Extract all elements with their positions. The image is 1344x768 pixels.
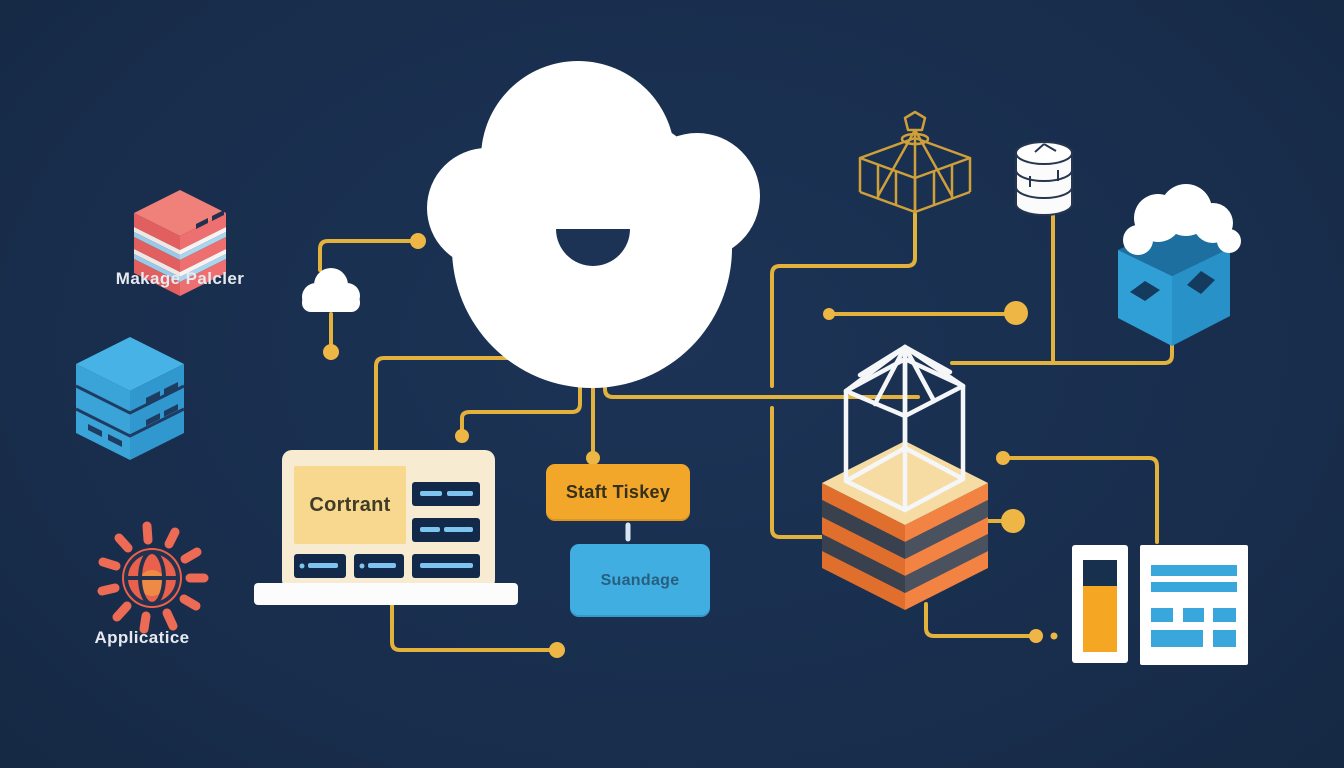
document-block [1183,608,1204,622]
laptop-base [254,583,518,605]
connector-small-cloud-up [318,239,420,272]
big-cloud-icon [427,61,760,388]
laptop-screen-title: Cortrant [309,493,391,516]
connector-dot [455,429,469,443]
document-block [1213,608,1236,622]
document-line [1151,565,1237,576]
document-block [1213,630,1236,647]
connector-dot [1029,629,1043,643]
connector-cloudbox-down [950,334,1174,365]
server-slot [164,382,178,395]
connector-dot [549,642,565,658]
server-cube-icon [75,337,185,460]
document-block [1151,608,1173,622]
connector-to-stack-left [770,406,826,539]
connector-laptop-down [390,598,552,652]
cloud-notch [556,229,630,266]
connector-endpoint-dots [323,233,1058,658]
connector-to-document [1005,456,1159,544]
gauge-card-icon [1072,545,1128,663]
task-box-label: Staft Tiskey [565,482,671,502]
server-slot [146,391,160,404]
storage-box: Suandage [570,544,710,617]
laptop-icon [254,450,518,605]
connector-stack-bottom [924,602,1032,638]
document-card-icon [1140,545,1248,665]
cloud-box-icon [1118,184,1241,346]
application-icon-label: Applicatice [94,628,190,647]
layered-stack-icon [822,441,988,610]
small-cloud-icon [302,268,360,312]
storage-slot [196,218,208,229]
storage-icon-label: Makage Palcler [115,269,245,288]
storage-box-label: Suandage [600,571,680,589]
database-cylinder-icon [1015,141,1073,216]
connector-dot-large [1001,509,1025,533]
gauge-top-segment [1083,560,1117,586]
task-box: Staft Tiskey [546,464,690,521]
connector-dot-tiny [1050,632,1058,640]
wirebox-knob [903,110,927,132]
connector-cloud-to-laptop [374,356,602,454]
connector-cloud-to-right [603,368,920,399]
wireframe-box-icon [858,110,972,214]
connector-dot [410,233,426,249]
server-slot [146,413,160,426]
connector-dot-large [1004,301,1028,325]
server-slot [164,404,178,417]
connector-network [318,206,1174,652]
server-slot [88,424,102,437]
document-line [1151,582,1237,592]
connector-dot [823,308,835,320]
gazebo-wireframe-icon [843,344,966,513]
connector-dot [586,451,600,465]
server-slot [108,434,122,447]
globe-sun-icon [97,521,209,634]
cube-hole [1130,281,1160,301]
connector-dot [323,344,339,360]
connector-dot [996,451,1010,465]
connector-cloud-tail-left [460,368,582,432]
connector-wirebox-down [770,212,917,388]
cube-cloud-puff [1123,184,1241,255]
storage-stack-icon [134,190,226,296]
storage-slot [212,210,224,221]
cube-hole [1187,271,1215,294]
document-block [1151,630,1203,647]
gauge-fill [1083,586,1117,652]
